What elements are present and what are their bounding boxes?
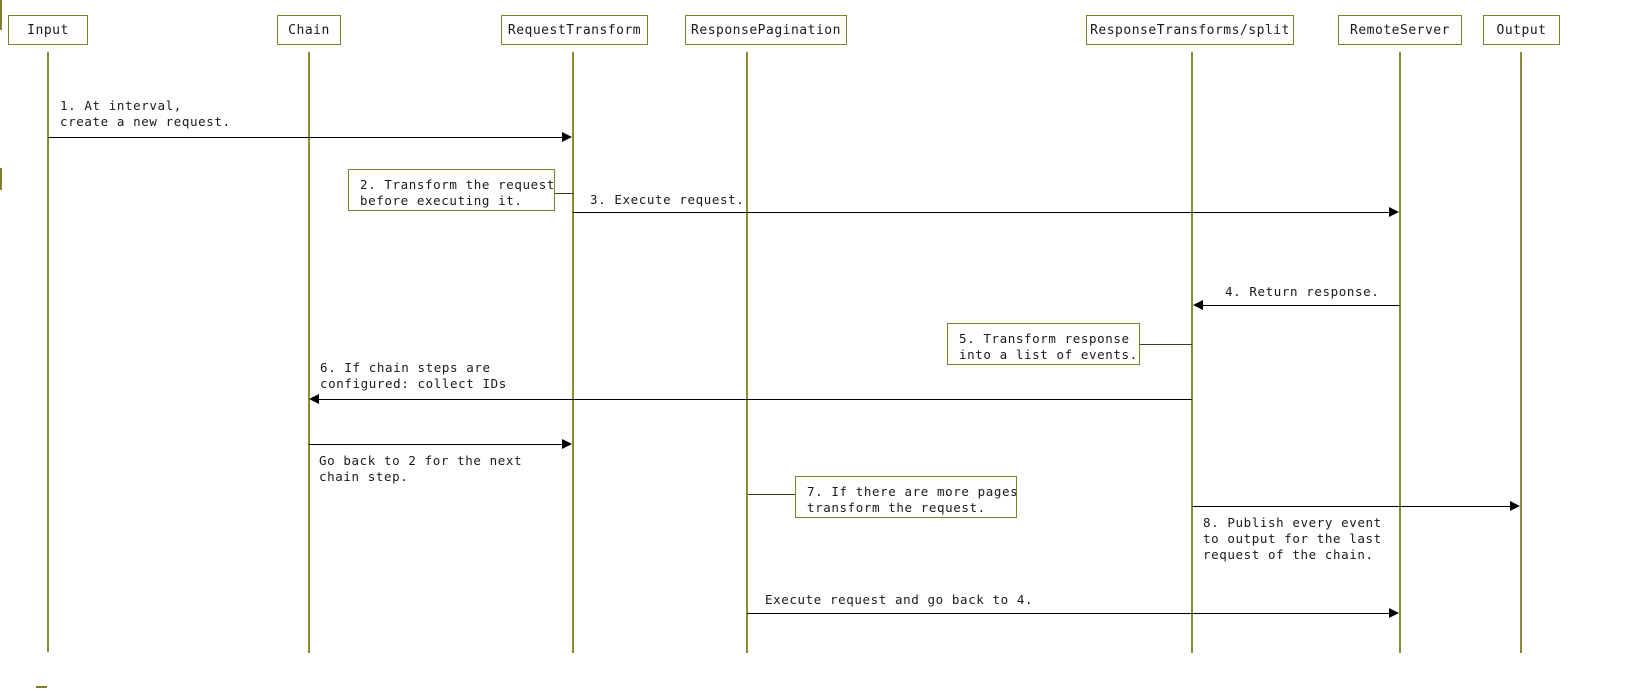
message-arrow-line-8 — [1192, 506, 1512, 507]
note-box-7: 7. If there are more pages transform the… — [795, 476, 1018, 518]
message-label-9: Execute request and go back to 4. — [765, 592, 1034, 607]
message-arrow-line-4 — [1202, 305, 1400, 306]
message-arrowhead-1 — [562, 132, 572, 142]
message-arrow-line-9 — [747, 613, 1391, 614]
message-arrowhead-4 — [1193, 300, 1203, 310]
message-arrow-line-3 — [573, 212, 1391, 213]
lifeline-label-request-transform: RequestTransform — [507, 22, 642, 38]
message-arrow-line-6b — [309, 444, 563, 445]
message-arrowhead-6b — [562, 439, 572, 449]
message-arrowhead-6 — [309, 394, 319, 404]
edge-artifact-left-top — [0, 0, 2, 30]
lifeline-output — [1520, 52, 1522, 653]
message-label-6b: Go back to 2 for the next chain step. — [319, 453, 523, 484]
lifeline-label-response-pagination: ResponsePagination — [691, 22, 841, 38]
note-connector-5 — [1139, 344, 1192, 345]
lifeline-head-remote-server[interactable]: RemoteServer — [1338, 15, 1462, 45]
message-label-8: 8. Publish every event to output for the… — [1203, 515, 1382, 562]
note-connector-2 — [554, 193, 574, 194]
message-label-4: 4. Return response. — [1225, 284, 1380, 299]
lifeline-head-output[interactable]: Output — [1483, 15, 1560, 45]
lifeline-head-response-pagination[interactable]: ResponsePagination — [685, 15, 847, 45]
lifeline-response-transforms-split — [1191, 52, 1193, 653]
edge-artifact-bottom-left — [36, 686, 47, 688]
note-connector-7 — [748, 494, 796, 495]
lifeline-label-chain: Chain — [288, 22, 330, 38]
lifeline-head-chain[interactable]: Chain — [277, 15, 341, 45]
lifeline-request-transform — [572, 52, 574, 653]
message-arrowhead-3 — [1389, 207, 1399, 217]
lifeline-input — [47, 52, 49, 652]
lifeline-remote-server — [1399, 52, 1401, 653]
message-arrow-line-1 — [48, 137, 563, 138]
lifeline-label-remote-server: RemoteServer — [1350, 22, 1450, 38]
note-box-2: 2. Transform the request before executin… — [348, 169, 555, 211]
message-label-1: 1. At interval, create a new request. — [60, 98, 231, 129]
lifeline-head-request-transform[interactable]: RequestTransform — [501, 15, 648, 45]
message-arrow-line-6 — [317, 399, 1192, 400]
message-label-3: 3. Execute request. — [590, 192, 745, 207]
lifeline-label-output: Output — [1496, 22, 1547, 38]
message-arrowhead-8 — [1510, 501, 1520, 511]
lifeline-head-response-transforms-split[interactable]: ResponseTransforms/split — [1086, 15, 1294, 45]
lifeline-chain — [308, 52, 310, 653]
lifeline-label-input: Input — [27, 22, 69, 38]
lifeline-response-pagination — [746, 52, 748, 653]
message-arrowhead-9 — [1389, 608, 1399, 618]
note-box-5: 5. Transform response into a list of eve… — [947, 323, 1140, 365]
edge-artifact-left-mid — [0, 168, 2, 190]
message-label-6: 6. If chain steps are configured: collec… — [320, 360, 507, 391]
lifeline-head-input[interactable]: Input — [8, 15, 88, 45]
lifeline-label-response-transforms-split: ResponseTransforms/split — [1090, 22, 1290, 38]
